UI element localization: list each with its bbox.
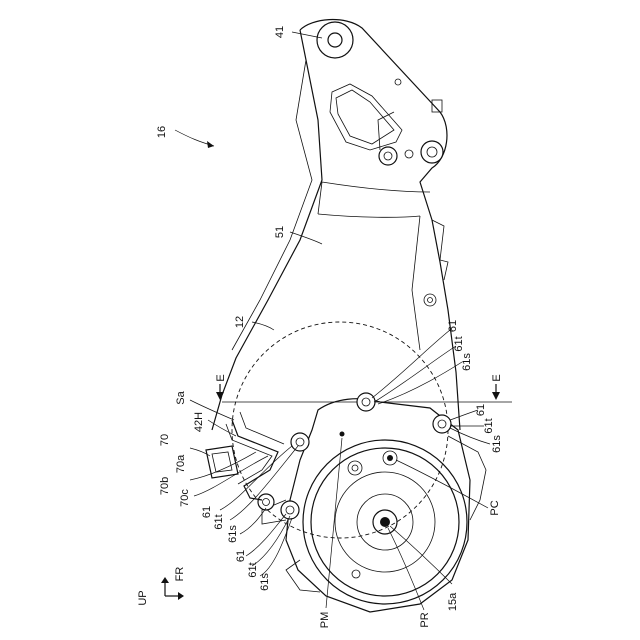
label-pr: PR <box>419 612 431 627</box>
label-sa: Sa <box>175 390 187 404</box>
block-70 <box>206 446 238 478</box>
label-70b: 70b <box>159 477 171 495</box>
label-41: 41 <box>274 26 286 38</box>
label-61-b: 61 <box>235 550 247 562</box>
motor-pm <box>303 432 467 605</box>
label-e-left: E <box>215 374 227 381</box>
label-61t-c: 61t <box>453 336 465 351</box>
bolt-61-top <box>357 393 375 411</box>
label-42h: 42H <box>193 412 205 432</box>
bolt-61-left-mid <box>258 494 274 510</box>
label-51: 51 <box>274 226 286 238</box>
label-pm: PM <box>319 612 331 629</box>
label-61-a: 61 <box>201 506 213 518</box>
label-e-right: E <box>491 374 503 381</box>
label-70c: 70c <box>179 489 191 507</box>
label-61s-a: 61s <box>227 525 239 543</box>
label-70a: 70a <box>175 454 187 473</box>
label-61s-d: 61s <box>491 435 503 453</box>
label-61t-d: 61t <box>483 418 495 433</box>
label-61s-c: 61s <box>461 353 473 371</box>
direction-front-label: FR <box>174 567 186 582</box>
bolt-61-left-upper <box>291 433 309 451</box>
label-61-c: 61 <box>447 320 459 332</box>
label-15a: 15a <box>447 592 459 611</box>
label-61s-b: 61s <box>259 573 271 591</box>
swing-arm-body <box>212 20 460 430</box>
label-70: 70 <box>159 434 171 446</box>
labels: 16 41 51 12 E E Sa 42H 70 70a 70b 70c 61… <box>137 26 503 628</box>
label-pc: PC <box>489 500 501 515</box>
bracket-41 <box>317 22 443 306</box>
bolt-61-right <box>433 415 451 433</box>
label-61t-a: 61t <box>213 514 225 529</box>
direction-up-label: UP <box>137 590 149 605</box>
label-12: 12 <box>234 316 246 328</box>
bolt-group <box>258 393 451 519</box>
figure-number-label: 16 <box>156 126 168 138</box>
label-61t-b: 61t <box>247 562 259 577</box>
label-61-d: 61 <box>475 404 487 416</box>
